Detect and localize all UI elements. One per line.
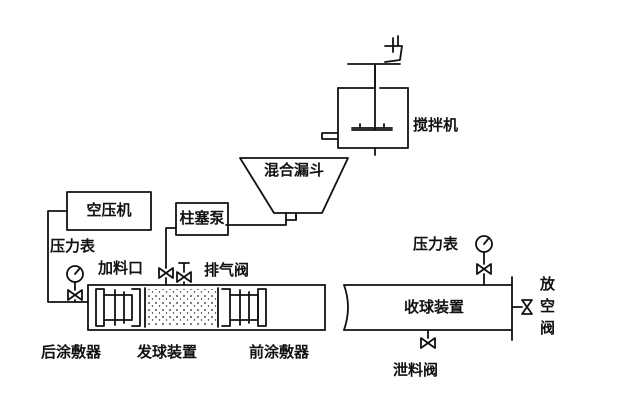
discharge-valve-icon — [420, 329, 436, 349]
right-pressure-gauge-label: 压力表 — [413, 235, 459, 253]
mixer-motor-symbol — [374, 35, 403, 131]
front-applicator-label: 前涂敷器 — [249, 343, 310, 361]
plunger-pump-box — [175, 202, 229, 236]
right-pressure-gauge — [475, 235, 493, 265]
feed-port-label: 加料口 — [98, 259, 144, 277]
ball-launcher-label: 发球装置 — [137, 343, 198, 361]
hopper-to-pump-line — [225, 214, 297, 226]
vent-valve-label-char: 放 — [540, 275, 556, 293]
vent-valve-label: 放 空 阀 — [540, 277, 555, 336]
vent-valve-label-char: 阀 — [540, 319, 556, 337]
plunger-pump-label: 柱塞泵 — [179, 209, 225, 227]
ball-launcher-fill — [146, 289, 217, 326]
left-gauge-valve-icon — [67, 289, 83, 303]
vent-valve-icon — [511, 299, 533, 315]
mixer-label: 搅拌机 — [413, 116, 459, 134]
rear-applicator-label: 后涂敷器 — [41, 343, 102, 361]
mixer-tank — [321, 63, 409, 149]
left-pressure-gauge-label: 压力表 — [50, 237, 96, 255]
air-supply-line — [47, 210, 89, 303]
feed-port-valve-icon — [158, 267, 174, 286]
vent-valve-label-char: 空 — [540, 297, 556, 315]
ball-launcher-bounds — [144, 287, 219, 328]
exhaust-valve-icon — [176, 262, 192, 286]
hopper-label: 混合漏斗 — [263, 161, 324, 179]
exhaust-valve-label: 排气阀 — [204, 261, 250, 279]
front-applicator-pig — [221, 288, 267, 327]
launch-pipe — [87, 284, 326, 331]
right-gauge-valve-icon — [476, 263, 492, 286]
pump-feed-line — [165, 227, 177, 269]
left-pressure-gauge — [66, 265, 84, 291]
ball-receiver-label: 收球装置 — [404, 298, 465, 316]
discharge-valve-label: 泄料阀 — [393, 361, 439, 379]
air-compressor-label: 空压机 — [86, 201, 132, 219]
rear-applicator-pig — [95, 288, 141, 327]
